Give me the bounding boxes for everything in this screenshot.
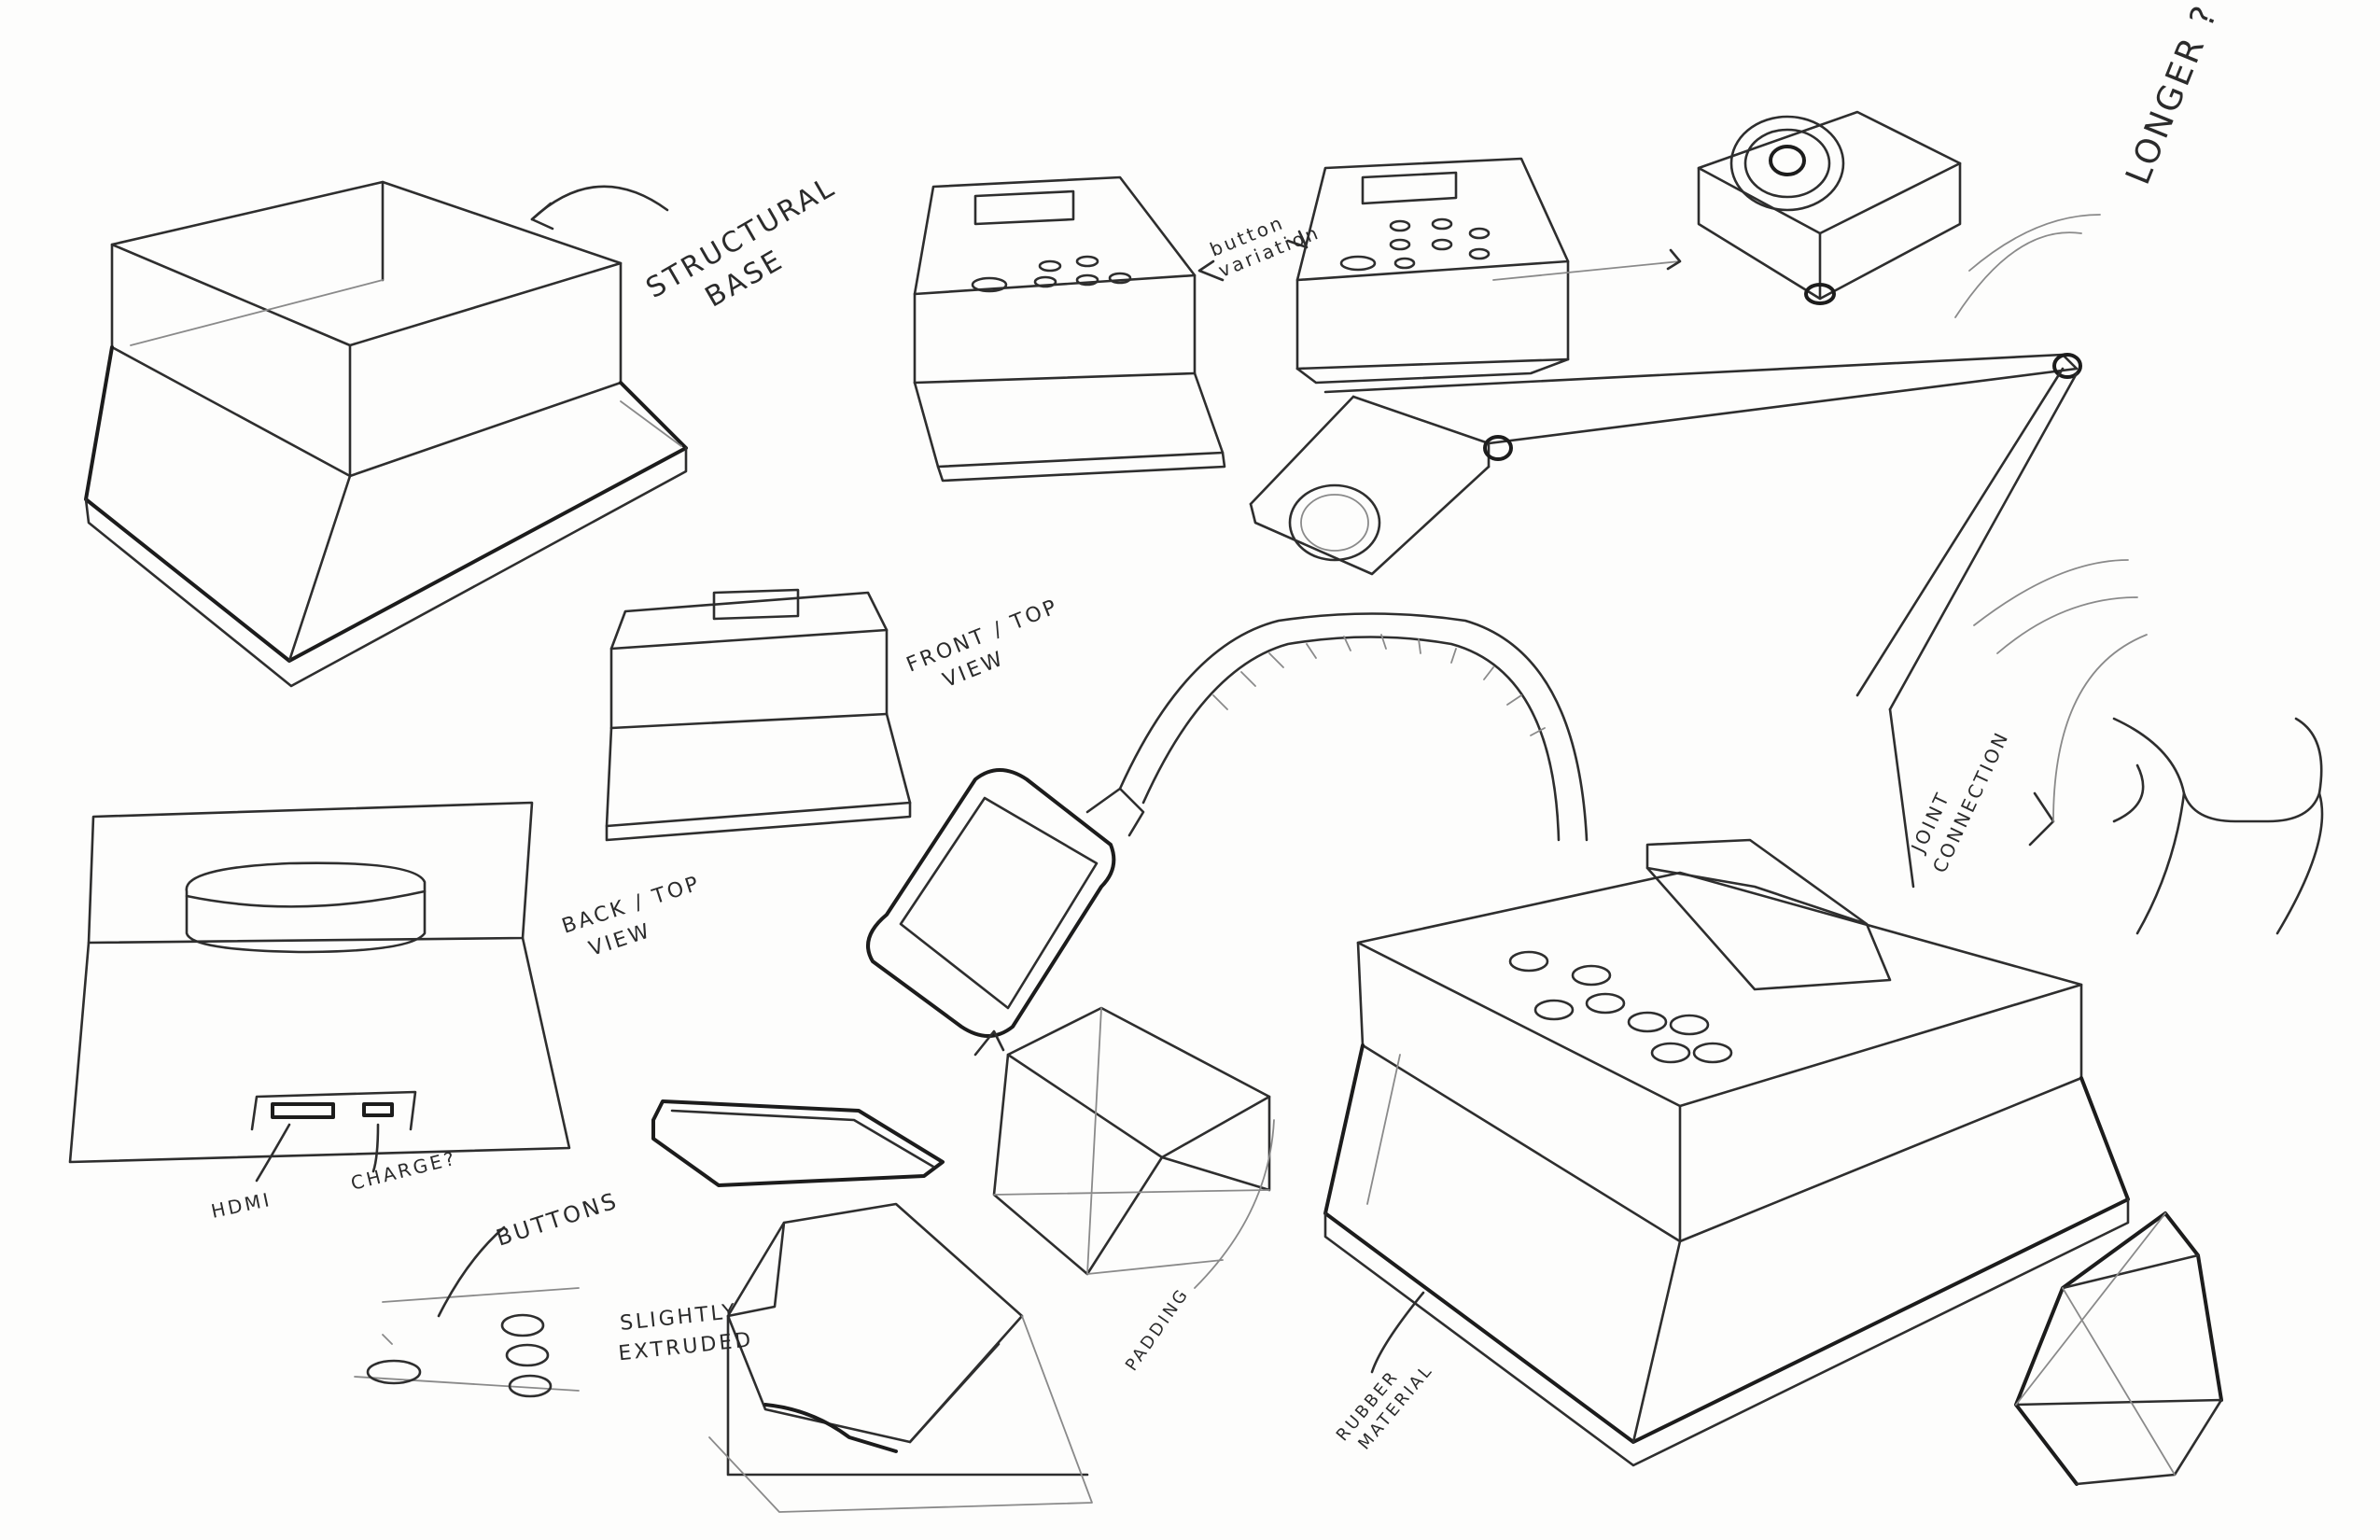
label-longer: LONGER ? bbox=[2119, 0, 2226, 189]
remote-flat-sketch bbox=[651, 1099, 945, 1187]
button-variation-right-sketch bbox=[1295, 157, 1570, 385]
label-padding: PADDING bbox=[1122, 1284, 1194, 1375]
label-joint-connection: JOINT CONNECTION bbox=[1906, 727, 2013, 876]
camera-head-detail-sketch bbox=[1697, 110, 1962, 305]
label-slightly-extruded-line1: SLIGHTLY bbox=[619, 1300, 738, 1336]
label-button-variation: button variation bbox=[1207, 211, 1323, 282]
main-arm-sketch bbox=[1249, 214, 2101, 889]
label-back-top-view: BACK / TOP VIEW bbox=[559, 872, 704, 961]
label-hdmi: HDMI bbox=[209, 1188, 273, 1223]
label-slightly-extruded-line2: EXTRUDED bbox=[617, 1328, 754, 1365]
main-base-sketch bbox=[1323, 838, 2130, 1467]
structural-base-sketch bbox=[84, 180, 688, 688]
label-rubber-material: RUBBER MATERIAL bbox=[1333, 1360, 1437, 1453]
button-variation-left-sketch bbox=[913, 175, 1226, 483]
padding-sketch bbox=[992, 1006, 1275, 1289]
back-top-view-sketch bbox=[68, 801, 571, 1183]
label-structural-base: STRUCTURAL BASE bbox=[641, 170, 842, 314]
joint-connection-sketch bbox=[1973, 559, 2324, 935]
remote-camera-sketch bbox=[866, 768, 1145, 1057]
label-buttons: BUTTONS bbox=[493, 1187, 622, 1252]
button-variation-arrows bbox=[1197, 230, 1682, 282]
slightly-extruded-sketch bbox=[708, 1202, 1093, 1513]
flex-neck-sketch bbox=[1118, 612, 1589, 842]
label-front-top-view: FRONT / TOP VIEW bbox=[903, 595, 1062, 693]
buttons-pad-sketch bbox=[354, 1225, 580, 1398]
front-top-view-sketch bbox=[605, 588, 912, 842]
label-slightly-extruded: SLIGHTLY EXTRUDED bbox=[617, 1300, 754, 1365]
corner-wireframe-sketch bbox=[2014, 1211, 2223, 1486]
